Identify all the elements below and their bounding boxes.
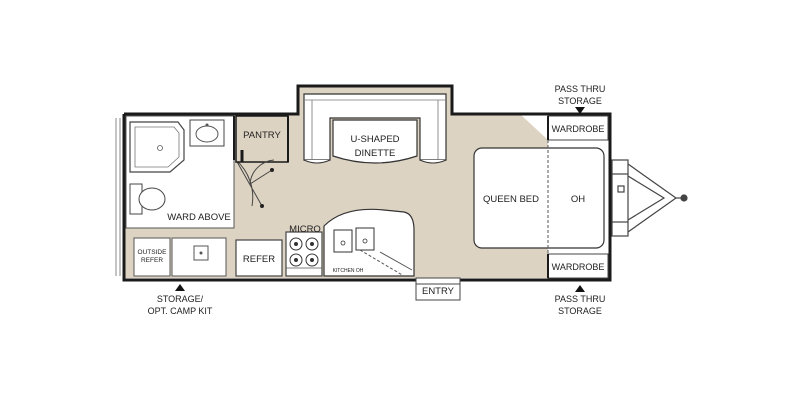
storage-arrow xyxy=(175,284,185,291)
pantry-door-swing xyxy=(249,159,275,185)
label-storage-1: STORAGE/ xyxy=(157,294,204,304)
wardrobe-bottom xyxy=(547,253,609,279)
label-wardrobe-top: WARDROBE xyxy=(552,124,605,134)
label-ward-above: WARD ABOVE xyxy=(167,212,231,223)
kitchen-sink xyxy=(333,227,375,253)
label-pantry: PANTRY xyxy=(243,130,281,141)
refrigerator xyxy=(235,239,283,277)
label-refer: REFER xyxy=(243,254,275,265)
wardrobe-top xyxy=(547,115,609,141)
rear-bumper xyxy=(115,118,121,276)
label-pass-thru-top-2: STORAGE xyxy=(558,96,602,106)
label-queen-bed: QUEEN BED xyxy=(483,194,539,205)
label-kitchen-oh: KITCHEN OH xyxy=(333,268,364,274)
label-pass-thru-top-1: PASS THRU xyxy=(555,84,606,94)
pantry xyxy=(235,115,289,185)
label-wardrobe-bottom: WARDROBE xyxy=(552,262,605,272)
label-storage-2: OPT. CAMP KIT xyxy=(148,306,213,316)
label-pass-thru-bottom-2: STORAGE xyxy=(558,306,602,316)
u-shaped-dinette xyxy=(300,88,450,164)
stove xyxy=(285,231,323,277)
bathroom xyxy=(125,115,264,229)
label-dinette-2: DINETTE xyxy=(355,148,396,159)
label-pass-thru-bottom-1: PASS THRU xyxy=(555,294,606,304)
shower xyxy=(129,121,185,173)
outside-refer xyxy=(133,237,171,277)
label-entry: ENTRY xyxy=(422,286,455,297)
pass-thru-top-arrow xyxy=(575,107,585,114)
queen-bed xyxy=(473,147,605,249)
pass-thru-bottom-arrow xyxy=(575,285,585,292)
bedroom xyxy=(473,115,609,279)
label-oh: OH xyxy=(571,194,585,205)
entry-door xyxy=(415,277,461,301)
label-dinette-1: U-SHAPED xyxy=(350,134,399,145)
trailer-hitch xyxy=(611,159,688,237)
toilet xyxy=(129,183,166,215)
labels: PANTRY U-SHAPED DINETTE WARD ABOVE MICRO… xyxy=(138,84,606,316)
exterior-walls xyxy=(122,84,612,282)
dinette-table xyxy=(332,119,418,164)
label-outside-refer-2: REFER xyxy=(141,257,163,264)
label-micro: MICRO xyxy=(289,224,321,235)
label-outside-refer-1: OUTSIDE xyxy=(138,249,168,256)
kitchen xyxy=(133,208,415,277)
